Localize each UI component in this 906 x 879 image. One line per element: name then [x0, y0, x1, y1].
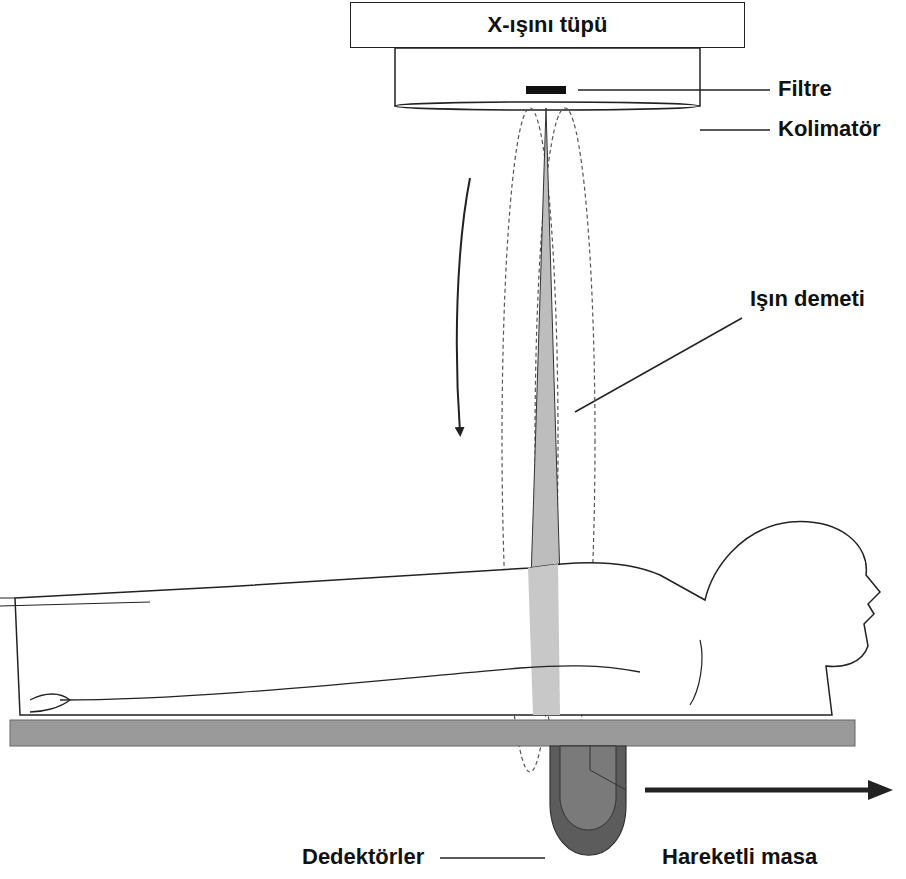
- patient-table: [10, 720, 855, 746]
- leader-line: [700, 129, 770, 131]
- table-motion-head: [868, 780, 893, 800]
- tube-label: X-ışını tüpü: [488, 12, 608, 38]
- beam-fan: [531, 108, 560, 580]
- filter-bar: [526, 86, 566, 94]
- patient-arm: [60, 666, 640, 700]
- leader-line: [575, 318, 742, 412]
- collimator-rim: [395, 102, 699, 110]
- part-label: Dedektörler: [300, 844, 426, 870]
- rotation-arrow: [457, 178, 470, 432]
- part-label: Filtre: [776, 76, 834, 102]
- patient-hand: [30, 694, 70, 712]
- table-motion-arrow: [645, 788, 872, 793]
- part-label: Işın demeti: [748, 286, 867, 312]
- detector-edge: [590, 746, 626, 790]
- detector-face: [560, 746, 616, 830]
- patient-shoulder: [690, 640, 702, 705]
- collimator-housing: [395, 48, 700, 106]
- part-label: Hareketli masa: [660, 844, 819, 870]
- xray-tube-box: X-ışını tüpü: [350, 2, 745, 48]
- beam-slice: [528, 564, 560, 715]
- leader-line: [578, 89, 770, 91]
- leader-line: [440, 857, 545, 859]
- part-label: Kolimatör: [776, 116, 883, 142]
- patient-leg: [0, 598, 150, 606]
- patient-body: [15, 522, 880, 715]
- detector-array: [550, 746, 626, 855]
